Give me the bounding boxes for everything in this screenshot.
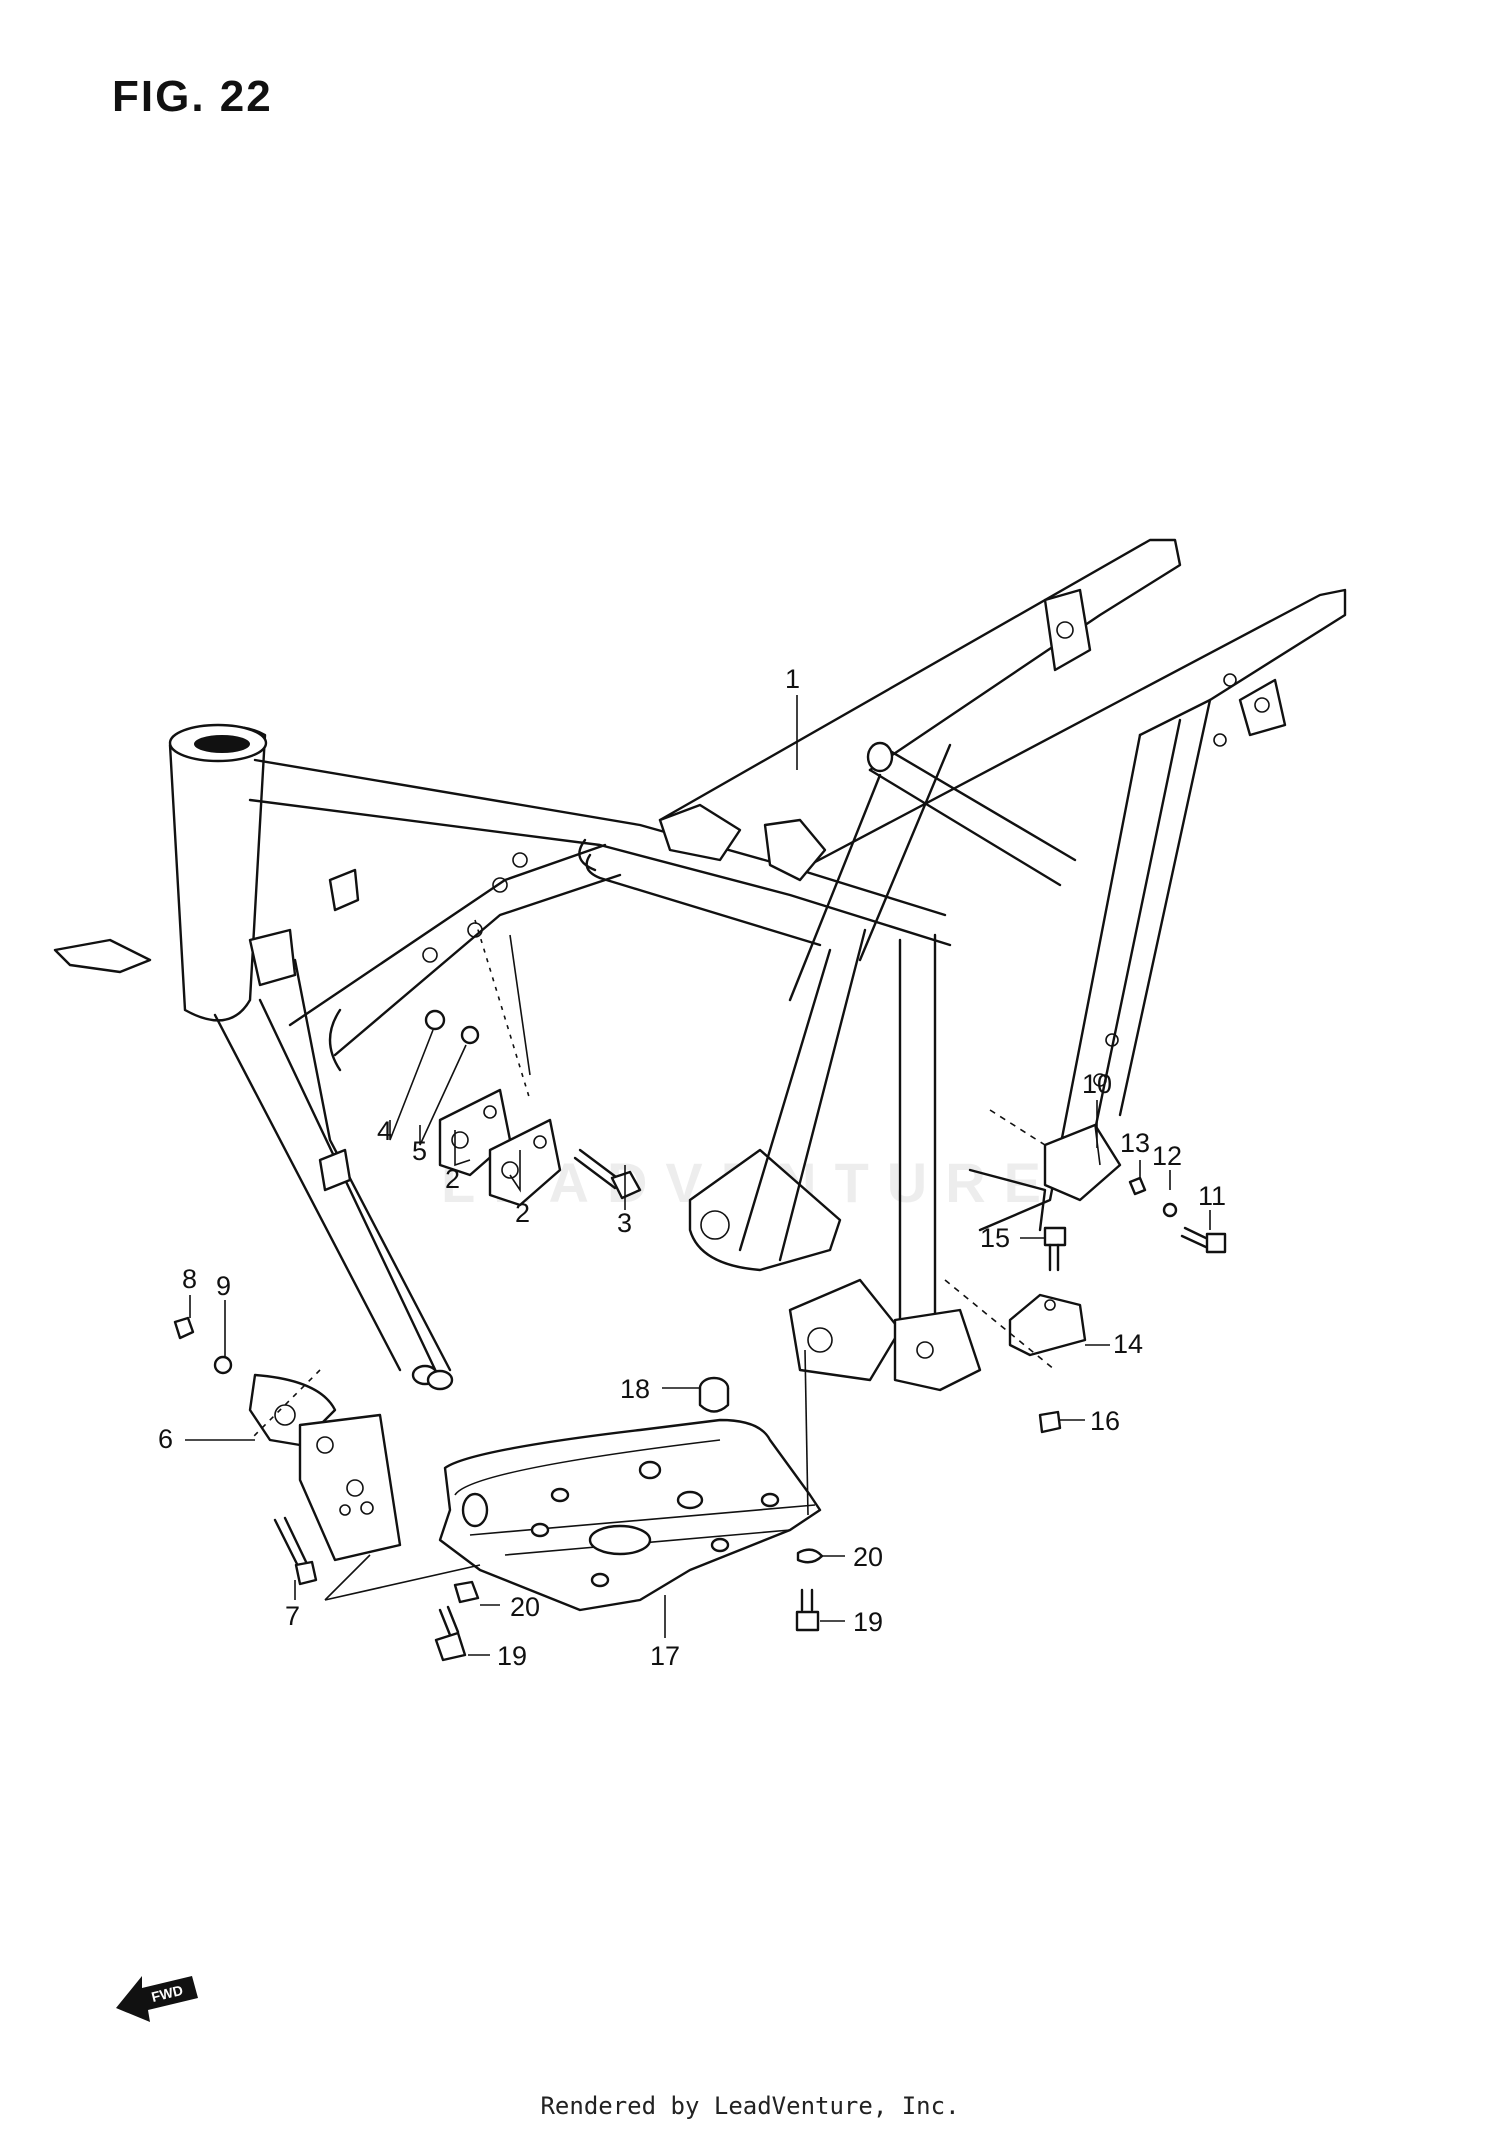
cushion-18-body[interactable] — [698, 1388, 730, 1413]
rubber-cushion-10[interactable] — [1043, 1123, 1122, 1202]
callout-1: 1 — [785, 664, 800, 694]
washer-13[interactable] — [1128, 1176, 1147, 1196]
callout-3: 3 — [617, 1208, 632, 1238]
front-mount-bolt[interactable] — [273, 1516, 318, 1586]
callout-2b: 2 — [515, 1198, 530, 1228]
callout-14: 14 — [1113, 1329, 1143, 1359]
bolt-11[interactable] — [1180, 1226, 1227, 1254]
callout-5: 5 — [412, 1136, 427, 1166]
nut-4[interactable] — [424, 1009, 446, 1031]
callout-19a: 19 — [497, 1641, 527, 1671]
callout-17: 17 — [650, 1641, 680, 1671]
leader-lines — [185, 695, 1211, 1656]
bolt-19-right[interactable] — [795, 1588, 820, 1632]
front-mount-plate[interactable] — [248, 1373, 402, 1562]
callout-15: 15 — [980, 1223, 1010, 1253]
washer-9[interactable] — [213, 1355, 233, 1375]
callout-6: 6 — [158, 1424, 173, 1454]
callout-10: 10 — [1082, 1069, 1112, 1099]
washer-20-right[interactable] — [796, 1548, 824, 1564]
callout-9: 9 — [216, 1271, 231, 1301]
fwd-label: FWD — [150, 1982, 185, 2005]
callout-7: 7 — [285, 1601, 300, 1631]
washer-5[interactable] — [460, 1025, 480, 1045]
engine-mount-plate-upper[interactable] — [438, 1088, 562, 1207]
fwd-arrow-icon: FWD — [116, 1976, 198, 2022]
nut-8[interactable] — [173, 1316, 195, 1340]
callout-20b: 20 — [853, 1542, 883, 1572]
callout-11: 11 — [1198, 1181, 1226, 1211]
callout-13: 13 — [1120, 1128, 1150, 1158]
callout-20a: 20 — [510, 1592, 540, 1622]
bolt-19-left[interactable] — [434, 1605, 467, 1662]
bolt-15[interactable] — [1043, 1226, 1067, 1272]
figure-title: FIG. 22 — [112, 72, 273, 121]
callout-8: 8 — [182, 1264, 197, 1294]
callout-2a: 2 — [445, 1164, 460, 1194]
washer-20-left[interactable] — [453, 1580, 480, 1604]
engine-mount-bolt[interactable] — [573, 1148, 642, 1200]
callout-12: 12 — [1152, 1141, 1182, 1171]
frame-body[interactable] — [53, 538, 1347, 1392]
washer-12[interactable] — [1162, 1202, 1178, 1218]
callout-16: 16 — [1090, 1406, 1120, 1436]
skid-plate[interactable] — [438, 1418, 822, 1612]
nut-16[interactable] — [1038, 1410, 1062, 1434]
callout-19b: 19 — [853, 1607, 883, 1637]
callout-4: 4 — [377, 1116, 392, 1146]
callout-18: 18 — [620, 1374, 650, 1404]
footer-credit: Rendered by LeadVenture, Inc. — [540, 2092, 960, 2120]
rubber-cushion-14[interactable] — [1008, 1293, 1087, 1357]
